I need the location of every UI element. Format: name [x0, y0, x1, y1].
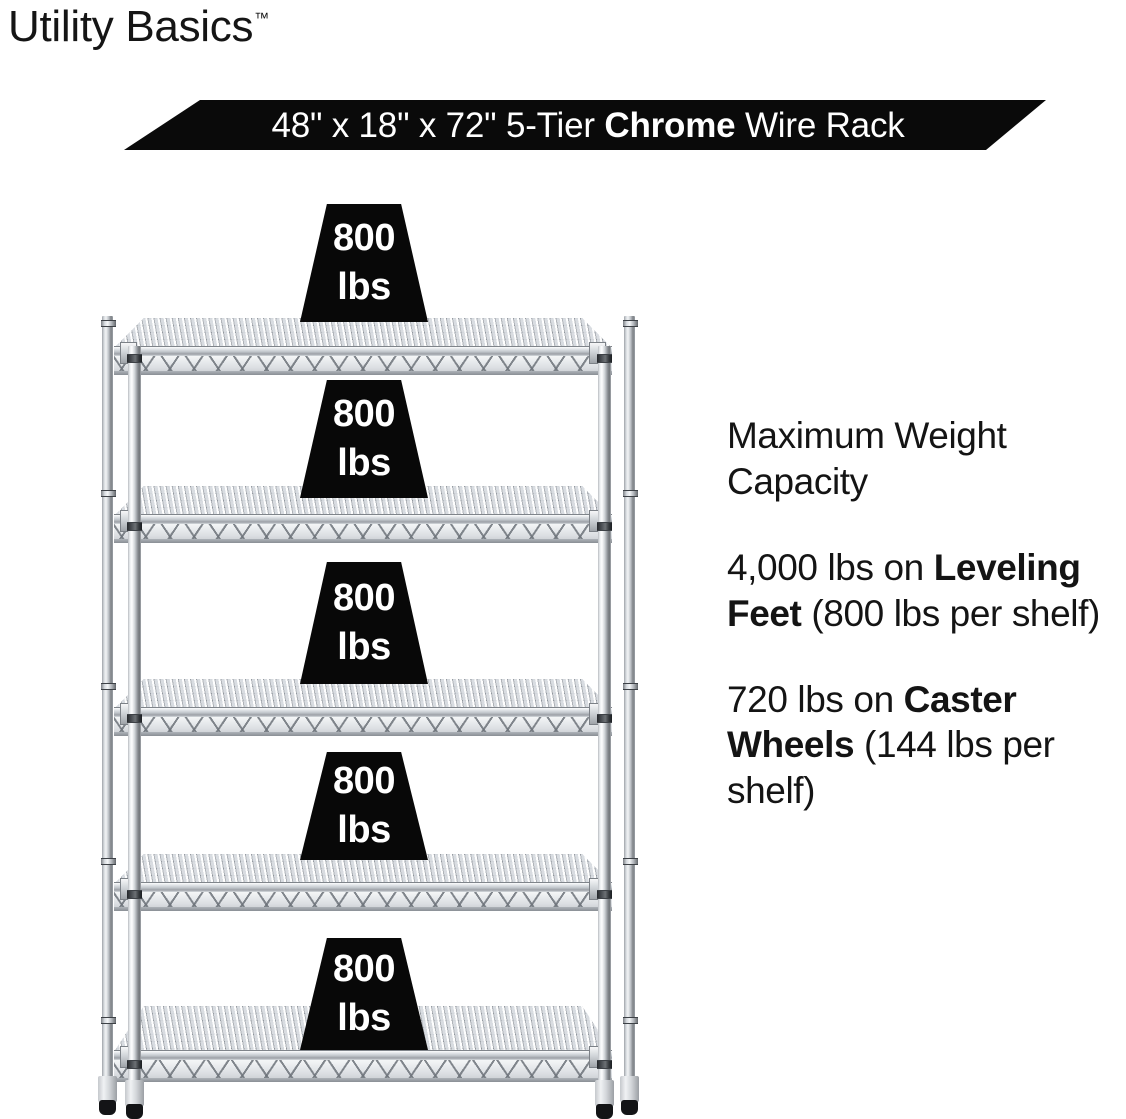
weight-badge-unit-1: lbs — [337, 265, 391, 308]
leveling-feet-value: 4,000 — [727, 546, 818, 588]
collar-rear-left-2 — [101, 490, 116, 497]
caster-wheels-label: Caster Wheels — [727, 678, 1017, 766]
shelf-mesh-deck-3 — [114, 679, 612, 709]
weight-badge-tier-2: 800 lbs — [300, 380, 428, 498]
shelf-truss-5 — [114, 1060, 612, 1082]
shelf-truss-3 — [114, 717, 612, 736]
collar-front-left-3 — [127, 714, 142, 723]
weight-badge-tier-4: 800 lbs — [300, 752, 428, 860]
weight-badge-value-3: 800 — [333, 576, 395, 619]
collar-rear-left-4 — [101, 858, 116, 865]
leveling-feet-label: Leveling Feet — [727, 546, 1081, 634]
caster-wheels-value: 720 — [727, 678, 788, 720]
collar-front-right-1 — [597, 354, 612, 363]
banner-dimensions: 48" x 18" x 72" — [271, 105, 497, 145]
shelf-truss-4 — [114, 892, 612, 911]
weight-badge-unit-5: lbs — [337, 996, 391, 1039]
leveling-foot-rear-left — [98, 1076, 117, 1115]
max-weight-capacity-heading: Maximum Weight Capacity — [727, 415, 1007, 502]
leveling-feet-per-shelf: (800 lbs per shelf) — [801, 592, 1100, 634]
leveling-foot-front-left — [125, 1080, 144, 1119]
leveling-feet-on-text: lbs on — [817, 546, 934, 588]
weight-badge-value-2: 800 — [333, 392, 395, 435]
leveling-feet-capacity: 4,000 lbs on Leveling Feet (800 lbs per … — [727, 545, 1111, 637]
collar-rear-left-3 — [101, 683, 116, 690]
weight-badge-tier-1: 800 lbs — [300, 204, 428, 322]
collar-rear-right-2 — [623, 490, 638, 497]
leveling-foot-rear-right — [620, 1076, 639, 1115]
shelf-tier-1 — [114, 318, 612, 376]
post-rear-left — [102, 316, 113, 1084]
collar-rear-right-4 — [623, 858, 638, 865]
post-rear-right — [624, 316, 635, 1084]
collar-front-left-4 — [127, 890, 142, 899]
banner-product: Wire Rack — [744, 105, 905, 145]
collar-rear-left-5 — [101, 1017, 116, 1024]
collar-rear-right-3 — [623, 683, 638, 690]
shelf-mesh-deck-1 — [114, 318, 612, 348]
caster-wheels-capacity: 720 lbs on Caster Wheels (144 lbs per sh… — [727, 677, 1111, 815]
collar-front-left-1 — [127, 354, 142, 363]
collar-front-right-4 — [597, 890, 612, 899]
brand-name: Utility Basics — [8, 2, 254, 51]
collar-front-right-3 — [597, 714, 612, 723]
weight-badge-tier-3: 800 lbs — [300, 562, 428, 684]
shelf-tier-3 — [114, 679, 612, 737]
collar-rear-right-1 — [623, 320, 638, 327]
caster-wheels-per-shelf: (144 lbs per shelf) — [727, 724, 1055, 812]
brand-logo: Utility Basics™ — [8, 2, 270, 51]
banner-material: Chrome — [604, 105, 736, 145]
weight-badge-value-1: 800 — [333, 216, 395, 259]
shelf-truss-2 — [114, 524, 612, 543]
shelf-tier-4 — [114, 854, 612, 912]
collar-rear-right-5 — [623, 1017, 638, 1024]
weight-badge-unit-2: lbs — [337, 441, 391, 484]
weight-badge-value-5: 800 — [333, 947, 395, 990]
banner-tier: 5-Tier — [505, 105, 595, 145]
caster-wheels-on-text: lbs on — [787, 678, 904, 720]
trademark-symbol: ™ — [254, 10, 270, 27]
product-title-text: 48" x 18" x 72" 5-Tier Chrome Wire Rack — [124, 100, 1046, 150]
product-title-banner: 48" x 18" x 72" 5-Tier Chrome Wire Rack — [124, 100, 1046, 150]
wire-rack-illustration: 800 lbs 800 lbs 800 lbs 800 lbs 800 lbs — [80, 204, 680, 1119]
collar-front-left-2 — [127, 522, 142, 531]
weight-badge-unit-4: lbs — [337, 808, 391, 851]
weight-badge-unit-3: lbs — [337, 625, 391, 668]
collar-rear-left-1 — [101, 320, 116, 327]
shelf-truss-1 — [114, 356, 612, 375]
collar-front-right-2 — [597, 522, 612, 531]
collar-front-right-5 — [597, 1060, 612, 1069]
weight-badge-value-4: 800 — [333, 759, 395, 802]
collar-front-left-5 — [127, 1060, 142, 1069]
specifications-column: Maximum Weight Capacity 4,000 lbs on Lev… — [727, 413, 1111, 814]
leveling-foot-front-right — [595, 1080, 614, 1119]
weight-badge-tier-5: 800 lbs — [300, 938, 428, 1050]
